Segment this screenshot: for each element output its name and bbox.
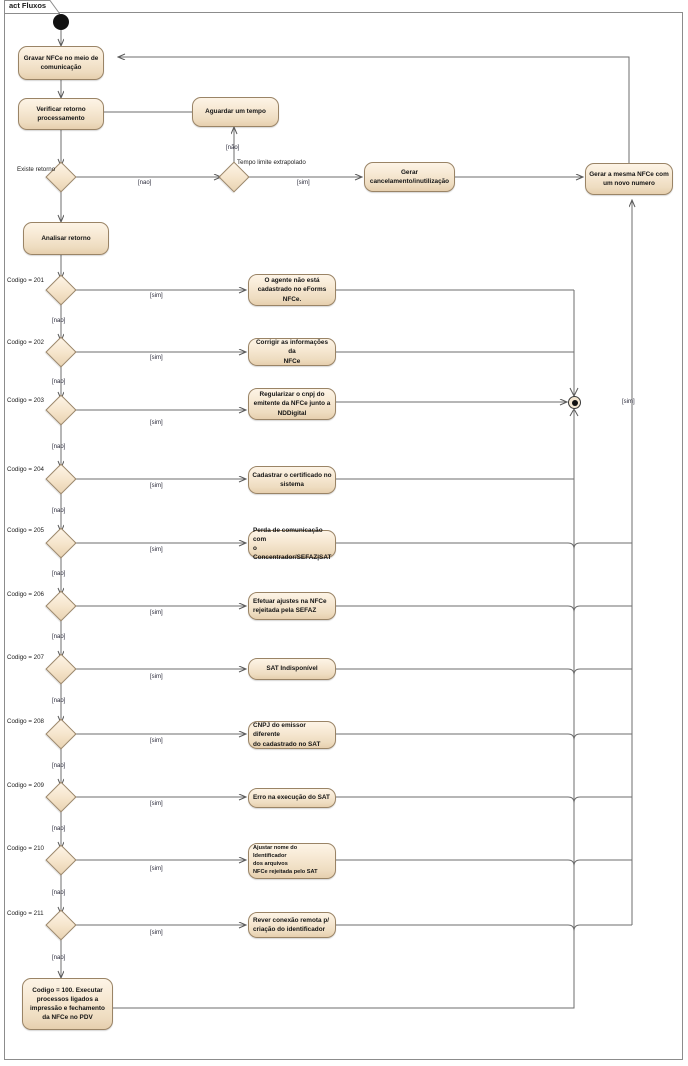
action-codigo-206[interactable]: Efetuar ajustes na NFCe rejeitada pela S… bbox=[248, 592, 336, 620]
guard-codigo-206-no: [nao] bbox=[52, 634, 66, 640]
guard-tempo-limite-no: [não] bbox=[226, 145, 240, 151]
guard-codigo-204-yes: [sim] bbox=[150, 483, 163, 489]
guard-codigo-211-no: [nao] bbox=[52, 955, 66, 961]
action-gravar-nfce[interactable]: Gravar NFCe no meio de comunicação bbox=[18, 46, 104, 80]
guard-codigo-211-yes: [sim] bbox=[150, 930, 163, 936]
guard-tempo-limite-yes: [sim] bbox=[297, 180, 310, 186]
action-codigo-203[interactable]: Regularizar o cnpj do emitente da NFCe j… bbox=[248, 388, 336, 420]
action-gerar-mesma-nfce[interactable]: Gerar a mesma NFCe com um novo numero bbox=[585, 163, 673, 195]
decision-codigo-206-caption: Codigo = 206 bbox=[7, 591, 44, 598]
decision-codigo-209-caption: Codigo = 209 bbox=[7, 782, 44, 789]
guard-existe-retorno-no: [nao] bbox=[138, 180, 152, 186]
frame-tab-shape bbox=[4, 0, 60, 14]
guard-codigo-205-yes: [sim] bbox=[150, 547, 163, 553]
decision-tempo-limite-caption: Tempo limite extrapolado bbox=[237, 159, 306, 166]
guard-codigo-210-yes: [sim] bbox=[150, 866, 163, 872]
decision-codigo-208-caption: Codigo = 208 bbox=[7, 718, 44, 725]
guard-codigo-201-yes: [sim] bbox=[150, 293, 163, 299]
guard-codigo-201-no: [nao] bbox=[52, 318, 66, 324]
guard-codigo-209-yes: [sim] bbox=[150, 801, 163, 807]
action-codigo-205[interactable]: Perda de comunicação com o Concentrador/… bbox=[248, 527, 336, 561]
decision-codigo-210-caption: Codigo = 210 bbox=[7, 845, 44, 852]
action-codigo-202[interactable]: Corrigir as informações da NFCe bbox=[248, 338, 336, 366]
action-verificar-retorno[interactable]: Verificar retorno processamento bbox=[18, 98, 104, 130]
guard-codigo-207-yes: [sim] bbox=[150, 674, 163, 680]
decision-codigo-201-caption: Codigo = 201 bbox=[7, 277, 44, 284]
guard-codigo-210-no: [nao] bbox=[52, 890, 66, 896]
guard-codigo-208-no: [nao] bbox=[52, 763, 66, 769]
action-gerar-cancelamento[interactable]: Gerar cancelamento/inutilização bbox=[364, 162, 455, 192]
guard-right-return-yes: [sim] bbox=[622, 399, 635, 405]
guard-codigo-205-no: [nao] bbox=[52, 571, 66, 577]
guard-codigo-207-no: [nao] bbox=[52, 698, 66, 704]
decision-codigo-205-caption: Codigo = 205 bbox=[7, 527, 44, 534]
diagram-frame bbox=[4, 12, 683, 1060]
action-aguardar-tempo[interactable]: Aguardar um tempo bbox=[192, 97, 279, 127]
decision-codigo-202-caption: Codigo = 202 bbox=[7, 339, 44, 346]
guard-codigo-209-no: [nao] bbox=[52, 826, 66, 832]
activity-final-node bbox=[568, 396, 581, 409]
action-codigo-210[interactable]: Ajustar nome do Identificador dos arquiv… bbox=[248, 843, 336, 879]
guard-codigo-208-yes: [sim] bbox=[150, 738, 163, 744]
initial-node bbox=[53, 14, 69, 30]
guard-codigo-202-yes: [sim] bbox=[150, 355, 163, 361]
decision-codigo-203-caption: Codigo = 203 bbox=[7, 397, 44, 404]
guard-codigo-203-no: [nao] bbox=[52, 444, 66, 450]
action-codigo-207[interactable]: SAT Indisponível bbox=[248, 658, 336, 680]
action-codigo-204[interactable]: Cadastrar o certificado no sistema bbox=[248, 466, 336, 494]
decision-codigo-211-caption: Codigo = 211 bbox=[7, 910, 44, 917]
action-codigo-208[interactable]: CNPJ do emissor diferente do cadastrado … bbox=[248, 721, 336, 749]
guard-codigo-202-no: [nao] bbox=[52, 379, 66, 385]
action-codigo-100-final[interactable]: Codigo = 100. Executar processos ligados… bbox=[22, 978, 113, 1030]
action-codigo-201[interactable]: O agente não está cadastrado no eForms N… bbox=[248, 274, 336, 306]
decision-codigo-207-caption: Codigo = 207 bbox=[7, 654, 44, 661]
guard-codigo-203-yes: [sim] bbox=[150, 420, 163, 426]
decision-codigo-204-caption: Codigo = 204 bbox=[7, 466, 44, 473]
diagram-frame-tab-label: act Fluxos bbox=[9, 1, 47, 10]
guard-codigo-204-no: [nao] bbox=[52, 508, 66, 514]
decision-existe-retorno-caption: Existe retorno bbox=[17, 166, 56, 173]
guard-codigo-206-yes: [sim] bbox=[150, 610, 163, 616]
action-analisar-retorno[interactable]: Analisar retorno bbox=[23, 222, 109, 255]
action-codigo-211[interactable]: Rever conexão remota p/ criação do ident… bbox=[248, 912, 336, 938]
action-codigo-209[interactable]: Erro na execução do SAT bbox=[248, 788, 336, 808]
